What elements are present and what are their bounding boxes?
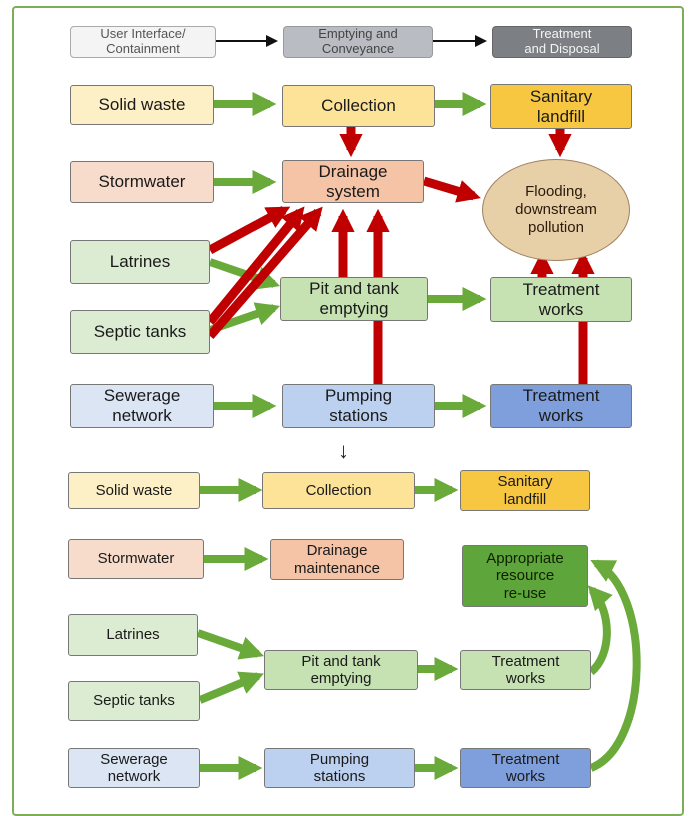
transition-down-arrow: ↓ (338, 438, 349, 463)
improved-latrines: Latrines (68, 614, 198, 656)
improved-drainage-maintenance: Drainage maintenance (270, 539, 404, 580)
improved-resource-reuse: Appropriate resource re-use (462, 545, 588, 607)
current-treatment-works-1: Treatment works (490, 277, 632, 322)
improved-sewerage-network: Sewerage network (68, 748, 200, 788)
current-flooding-pollution: Flooding, downstream pollution (482, 159, 630, 261)
improved-treatment-works-1: Treatment works (460, 650, 591, 690)
stage-user-interface: User Interface/ Containment (70, 26, 216, 58)
improved-pit-tank-emptying: Pit and tank emptying (264, 650, 418, 690)
improved-solid-waste: Solid waste (68, 472, 200, 509)
current-sanitary-landfill: Sanitary landfill (490, 84, 632, 129)
current-latrines: Latrines (70, 240, 210, 284)
improved-sanitary-landfill: Sanitary landfill (460, 470, 590, 511)
current-solid-waste: Solid waste (70, 85, 214, 125)
stage-treatment-disposal: Treatment and Disposal (492, 26, 632, 58)
improved-collection: Collection (262, 472, 415, 509)
current-pit-tank-emptying: Pit and tank emptying (280, 277, 428, 321)
current-collection: Collection (282, 85, 435, 127)
current-green-flows (208, 92, 487, 418)
current-stormwater: Stormwater (70, 161, 214, 203)
current-treatment-works-2: Treatment works (490, 384, 632, 428)
stage-emptying-conveyance: Emptying and Conveyance (283, 26, 433, 58)
current-sewerage-network: Sewerage network (70, 384, 214, 428)
improved-stormwater: Stormwater (68, 539, 204, 579)
current-drainage-system: Drainage system (282, 160, 424, 203)
current-red-flows (206, 127, 595, 384)
current-septic-tanks: Septic tanks (70, 310, 210, 354)
improved-green-flows (196, 478, 641, 780)
improved-treatment-works-2: Treatment works (460, 748, 591, 788)
improved-septic-tanks: Septic tanks (68, 681, 200, 721)
current-pumping-stations: Pumping stations (282, 384, 435, 428)
improved-pumping-stations: Pumping stations (264, 748, 415, 788)
